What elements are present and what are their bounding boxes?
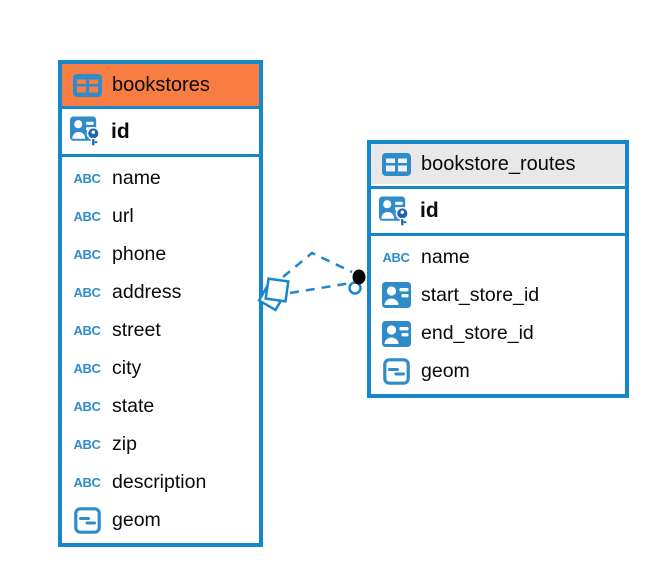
column-row[interactable]: end_store_id (371, 315, 625, 353)
column-name: state (112, 395, 155, 418)
geometry-type-icon (71, 507, 103, 535)
column-row[interactable]: geom (371, 353, 625, 391)
divider (62, 154, 259, 157)
column-row[interactable]: ABC url (62, 197, 259, 235)
table-title: bookstore_routes (421, 152, 576, 175)
column-name: id (420, 199, 439, 222)
column-list: ABC name ABC url ABC phone ABC address A… (62, 157, 259, 543)
divider (371, 233, 625, 236)
column-row[interactable]: geom (62, 502, 259, 540)
column-name: url (112, 204, 134, 227)
text-type-icon: ABC (73, 399, 101, 415)
column-row[interactable]: start_store_id (371, 276, 625, 314)
relationship-line-upper[interactable] (282, 251, 353, 278)
column-name: description (112, 471, 207, 494)
table-node-bookstores[interactable]: bookstores id ABC name ABC url (58, 60, 263, 547)
column-name: name (112, 166, 161, 189)
text-type-icon: ABC (73, 322, 101, 338)
text-type-icon: ABC (73, 437, 101, 453)
column-row[interactable]: ABC state (62, 388, 259, 426)
column-name: phone (112, 242, 167, 265)
column-name: name (421, 245, 470, 268)
table-header-bookstore-routes[interactable]: bookstore_routes (371, 144, 625, 184)
column-name: start_store_id (421, 283, 540, 306)
column-name: end_store_id (421, 322, 534, 345)
table-title: bookstores (112, 73, 210, 96)
geometry-type-icon (380, 358, 412, 386)
column-list: ABC name start_store_id (371, 236, 625, 394)
text-type-icon: ABC (73, 208, 101, 224)
column-row[interactable]: ABC zip (62, 426, 259, 464)
column-name: geom (421, 360, 470, 383)
column-row[interactable]: ABC name (371, 238, 625, 276)
relationship-source-diamond-marker[interactable] (257, 277, 290, 312)
column-row-pk[interactable]: id (371, 189, 625, 233)
column-row[interactable]: ABC name (62, 159, 259, 197)
text-type-icon: ABC (73, 170, 101, 186)
column-name: zip (112, 433, 137, 456)
column-name: id (111, 119, 130, 143)
column-row[interactable]: ABC address (62, 273, 259, 311)
column-name: street (112, 318, 161, 341)
reference-id-type-icon (380, 320, 412, 347)
text-type-icon: ABC (73, 246, 101, 262)
column-row[interactable]: ABC phone (62, 235, 259, 273)
text-type-icon: ABC (73, 284, 101, 300)
column-name: city (112, 357, 142, 380)
divider (62, 106, 259, 109)
column-name: address (112, 280, 182, 303)
text-type-icon: ABC (73, 475, 101, 491)
relationship-target-dot-marker[interactable] (348, 269, 366, 295)
divider (371, 186, 625, 189)
column-name: geom (112, 509, 161, 532)
relationship-line-lower[interactable] (289, 281, 352, 295)
column-row[interactable]: ABC description (62, 464, 259, 502)
text-type-icon: ABC (73, 361, 101, 377)
table-header-bookstores[interactable]: bookstores (62, 64, 259, 106)
table-node-bookstore-routes[interactable]: bookstore_routes id ABC name (367, 140, 629, 398)
column-row[interactable]: ABC city (62, 349, 259, 387)
table-icon (71, 73, 103, 97)
reference-id-type-icon (380, 282, 412, 309)
table-icon (380, 152, 412, 176)
primary-key-icon (379, 195, 411, 227)
primary-key-icon (70, 116, 102, 147)
column-row-pk[interactable]: id (62, 109, 259, 154)
column-row[interactable]: ABC street (62, 311, 259, 349)
text-type-icon: ABC (382, 249, 410, 265)
